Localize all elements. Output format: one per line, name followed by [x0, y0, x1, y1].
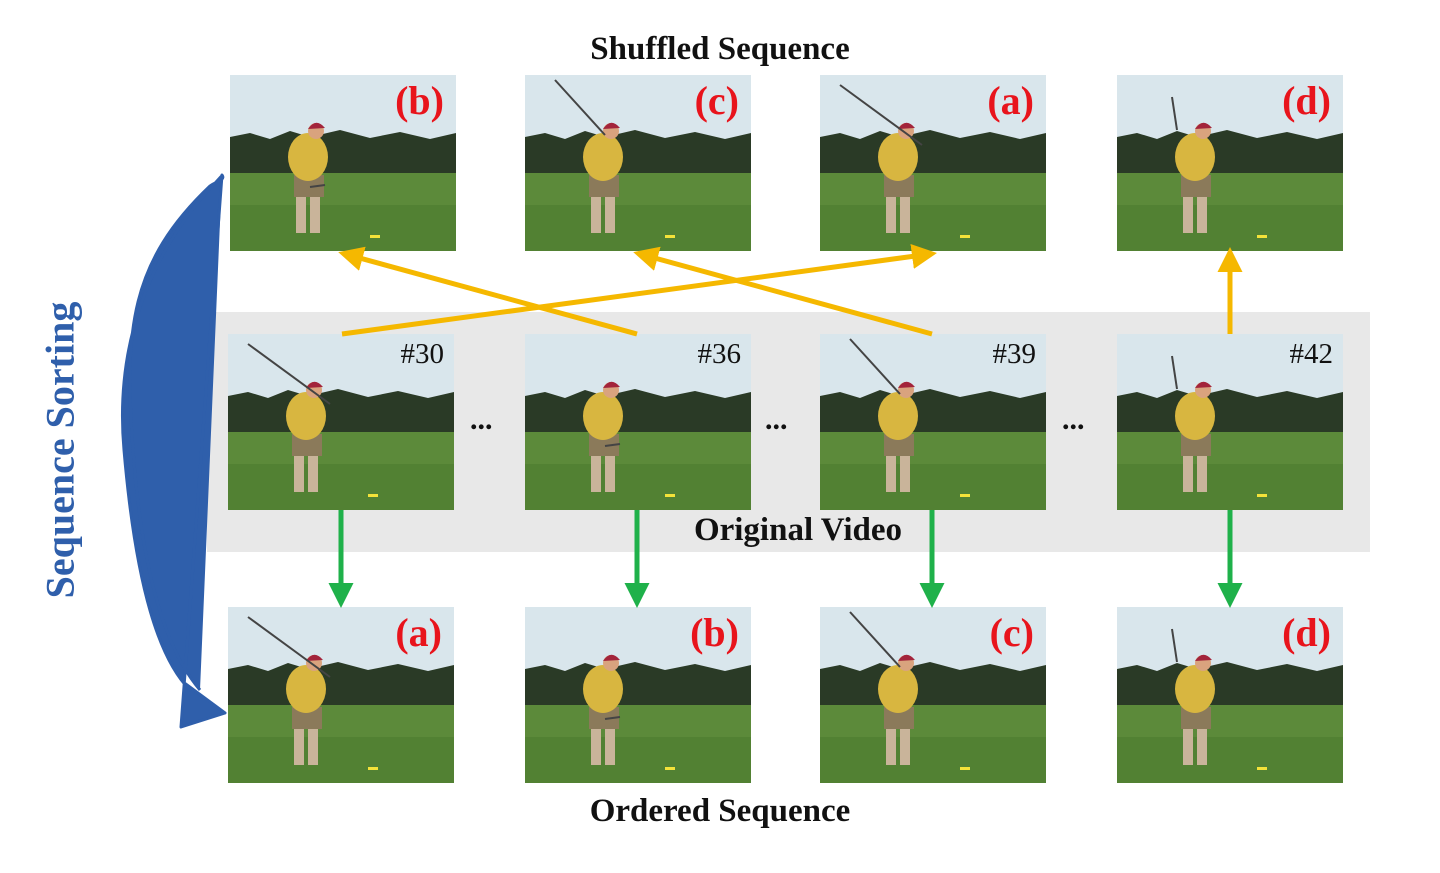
- frame-number: #30: [400, 338, 445, 370]
- ellipsis-1: ...: [470, 403, 493, 436]
- frame-number: #36: [697, 338, 742, 370]
- original-frame-36: #36: [525, 334, 751, 510]
- ordered-frame-b: (b): [525, 607, 751, 783]
- shuffled-frame-c: (c): [525, 75, 751, 251]
- golfer-photo: [1117, 607, 1343, 783]
- original-frame-30: #30: [228, 334, 454, 510]
- shuffled-frame-b: (b): [230, 75, 456, 251]
- golfer-photo: [230, 75, 456, 251]
- ordered-sequence-title: Ordered Sequence: [589, 793, 851, 829]
- ellipsis-2: ...: [765, 403, 788, 436]
- frame-tag: (d): [1282, 78, 1331, 123]
- frame-tag: (b): [690, 610, 739, 655]
- ordered-frame-c: (c): [820, 607, 1046, 783]
- ordered-frame-d: (d): [1117, 607, 1343, 783]
- ordered-frame-a: (a): [228, 607, 454, 783]
- ellipsis-3: ...: [1062, 403, 1085, 436]
- golfer-photo: [525, 75, 751, 251]
- shuffled-frame-d: (d): [1117, 75, 1343, 251]
- frame-number: #39: [992, 338, 1037, 370]
- golfer-photo: [228, 607, 454, 783]
- original-video-title: Original Video: [693, 512, 903, 548]
- shuffled-sequence-title: Shuffled Sequence: [590, 31, 850, 67]
- golfer-photo: [525, 334, 751, 510]
- frame-tag: (a): [987, 78, 1034, 123]
- golfer-photo: [820, 607, 1046, 783]
- golfer-photo: [820, 334, 1046, 510]
- frame-number: #42: [1289, 338, 1334, 370]
- original-frame-39: #39: [820, 334, 1046, 510]
- golfer-photo: [1117, 334, 1343, 510]
- golfer-photo: [1117, 75, 1343, 251]
- frame-tag: (a): [395, 610, 442, 655]
- shuffled-frame-a: (a): [820, 75, 1046, 251]
- original-frame-42: #42: [1117, 334, 1343, 510]
- golfer-photo: [228, 334, 454, 510]
- frame-tag: (b): [395, 78, 444, 123]
- frame-tag: (c): [989, 610, 1034, 655]
- sequence-sorting-text: Sequence Sorting: [37, 301, 83, 599]
- frame-tag: (c): [694, 78, 739, 123]
- golfer-photo: [820, 75, 1046, 251]
- golfer-photo: [525, 607, 751, 783]
- frame-tag: (d): [1282, 610, 1331, 655]
